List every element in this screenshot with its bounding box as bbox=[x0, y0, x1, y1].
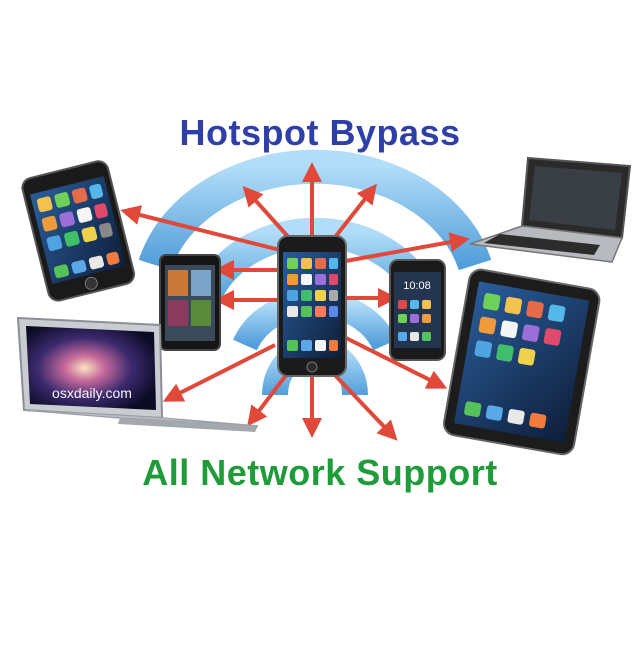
android-tablet-small bbox=[159, 254, 221, 351]
watermark: osxdaily.com bbox=[52, 385, 132, 401]
page-title: Hotspot Bypass bbox=[179, 112, 461, 153]
ipad bbox=[442, 268, 601, 456]
phone-clock: 10:08 bbox=[403, 280, 431, 292]
iphone-left bbox=[21, 160, 136, 302]
page-subtitle: All Network Support bbox=[142, 452, 498, 493]
iphone-center bbox=[277, 235, 347, 377]
macbook-air: osxdaily.com bbox=[16, 316, 259, 432]
laptop-black bbox=[469, 156, 632, 263]
htc-phone: 10:08 bbox=[389, 259, 446, 361]
